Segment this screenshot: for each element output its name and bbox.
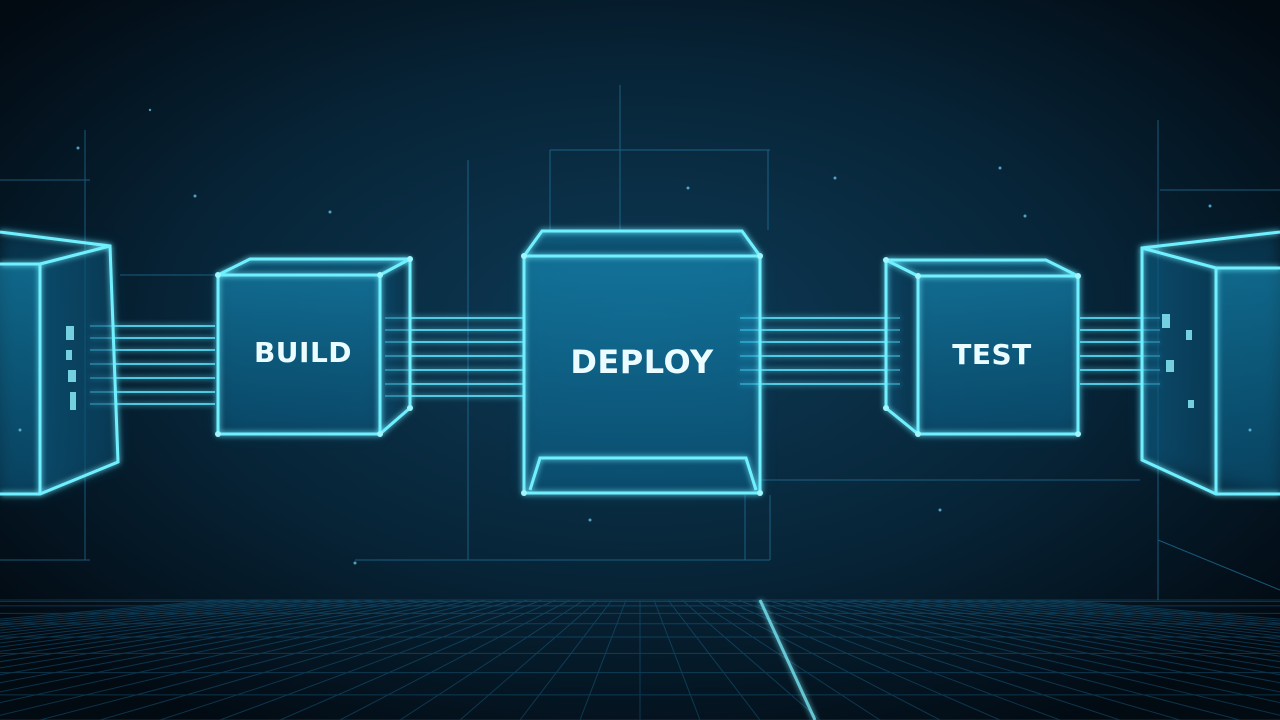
test-label: TEST bbox=[952, 338, 1032, 371]
particles bbox=[18, 108, 1252, 565]
test-cube: TEST bbox=[883, 257, 1081, 437]
build-cube: BUILD bbox=[215, 256, 413, 437]
build-label: BUILD bbox=[254, 336, 352, 369]
cube-right-partial bbox=[1140, 230, 1280, 496]
floor-light-streak bbox=[758, 599, 817, 720]
deploy-label: DEPLOY bbox=[570, 343, 714, 381]
deploy-cube: DEPLOY bbox=[521, 229, 763, 496]
cube-left-partial bbox=[0, 230, 120, 496]
floor-grid bbox=[0, 599, 1280, 720]
